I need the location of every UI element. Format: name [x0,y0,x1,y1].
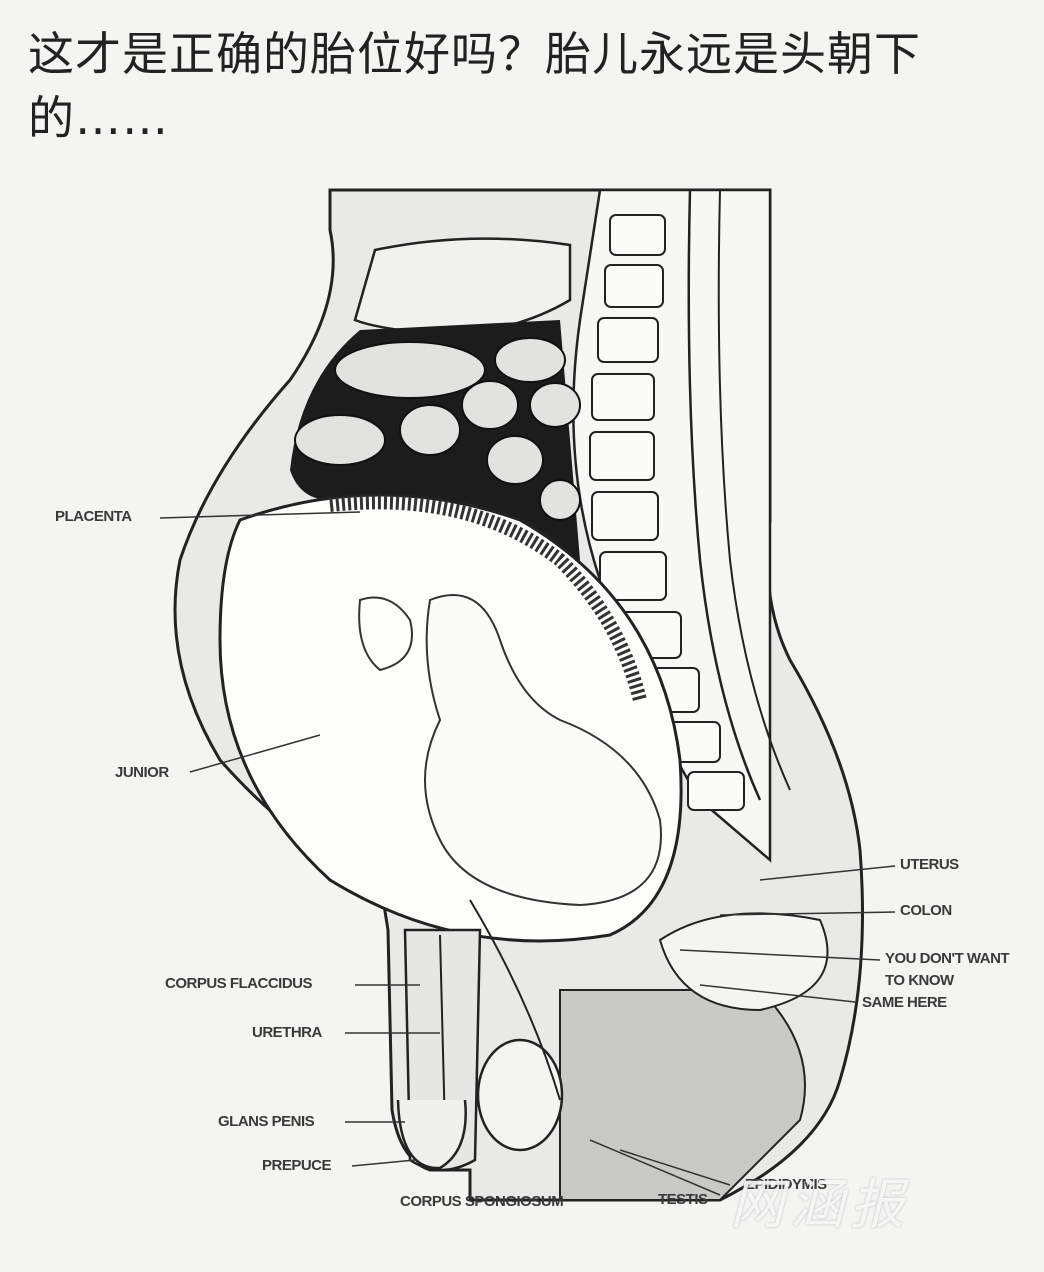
label-same-here: SAME HERE [862,994,947,1011]
label-placenta: PLACENTA [55,508,132,525]
placenta-band [329,495,647,702]
label-prepuce: PREPUCE [262,1157,332,1174]
testis [476,1038,564,1152]
spinal-cord [687,189,762,801]
label-you-dont-want-2: TO KNOW [885,972,954,989]
intestine-loops [294,337,581,521]
label-colon: COLON [900,902,952,919]
watermark: 网涵报 [730,1173,910,1236]
fetus-hand [358,596,413,672]
label-urethra: URETHRA [252,1024,322,1041]
label-corpus-flaccidus: CORPUS FLACCIDUS [165,975,313,992]
label-junior: JUNIOR [115,764,169,781]
label-you-dont-want-1: YOU DON'T WANT [885,950,1010,967]
leader-lines [159,511,896,1196]
label-uterus: UTERUS [900,856,959,873]
label-corpus-spongiosum: CORPUS SPONGIOSUM [400,1193,564,1210]
label-glans-penis: GLANS PENIS [218,1113,315,1130]
glans [396,1099,467,1170]
vas-deferens [469,899,561,1101]
label-testis: TESTIS [658,1191,708,1208]
title-caption: 这才是正确的胎位好吗？胎儿永远是头朝下的…… [28,27,921,145]
fetus [424,594,662,907]
label-epididymis: EPIDIDYMIS [745,1176,827,1193]
